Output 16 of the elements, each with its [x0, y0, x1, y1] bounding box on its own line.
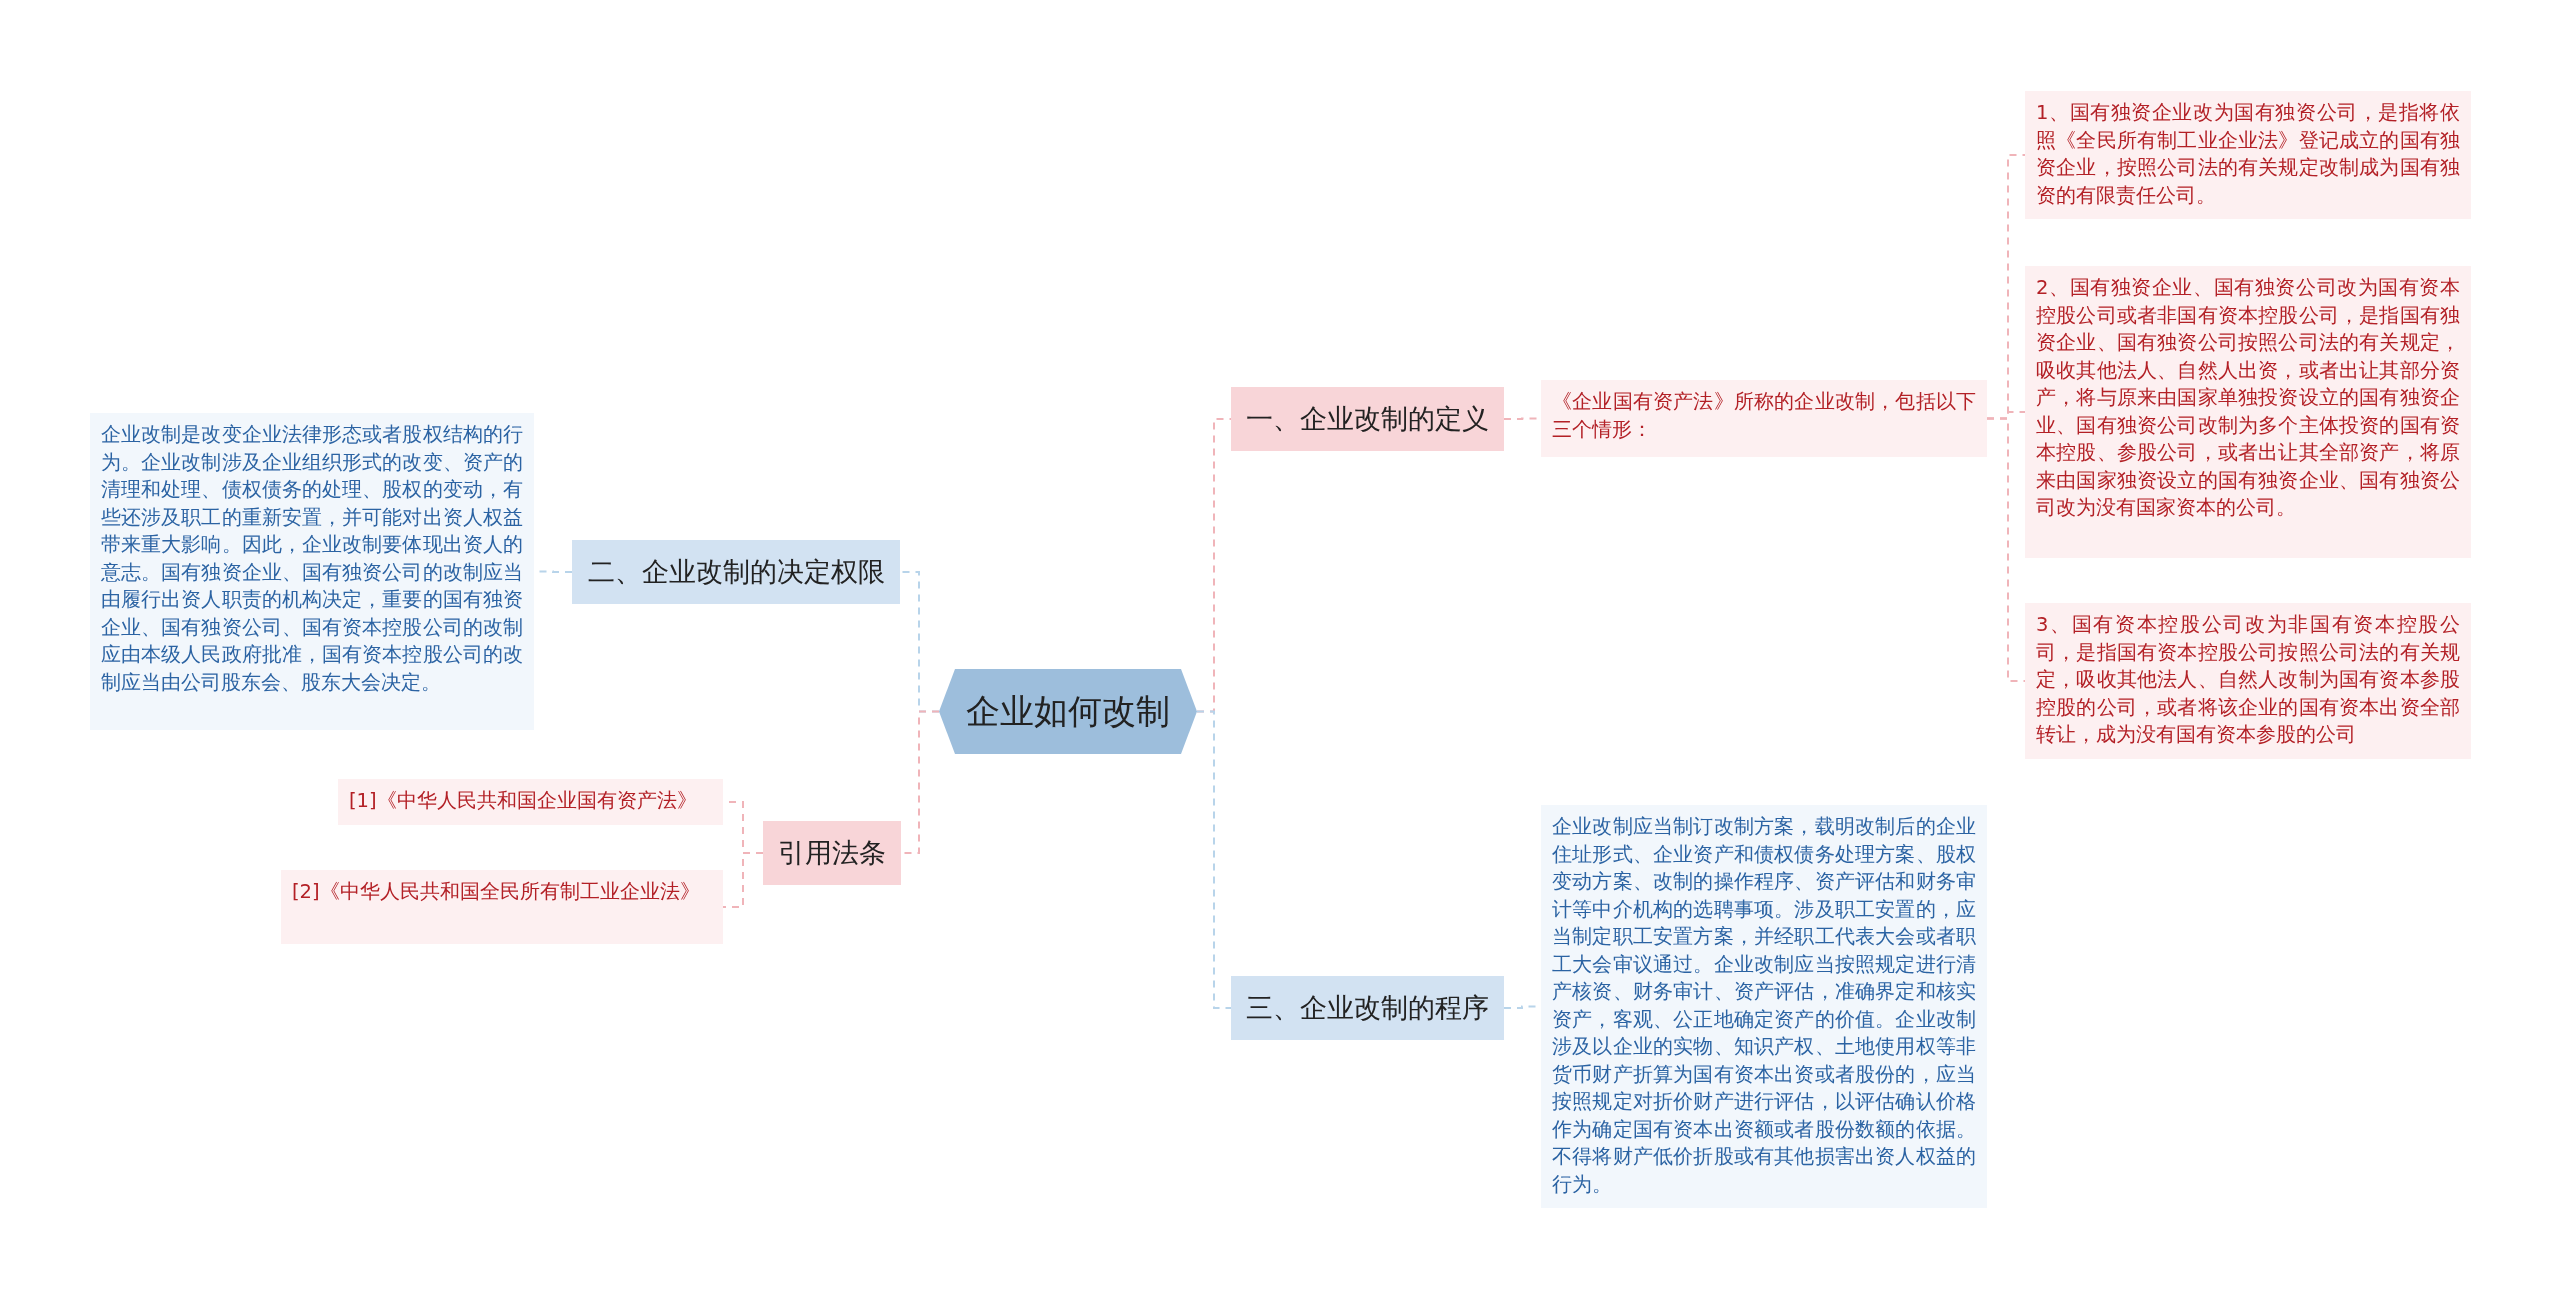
- text-box: 2、国有独资企业、国有独资公司改为国有资本控股公司或者非国有资本控股公司，是指国有独资企业、国有独资公司按照公司法的有关规定，吸收其他法人、自然人出资，或者出让其部分资产，将与原来由国家单独投资设立的国有独资企业、国有独资公司改制为多个主体投资的国有资本控股、参股公司，或者出让其全部资产，将原来由国家独资设立的国有独资企业、国有独资公司改为没有国家资本的公司。: [2025, 266, 2471, 558]
- topic-box: 一、企业改制的定义: [1231, 387, 1504, 451]
- text-box: 企业改制是改变企业法律形态或者股权结构的行为。企业改制涉及企业组织形式的改变、资产的清理和处理、债权债务的处理、股权的变动，有些还涉及职工的重新安置，并可能对出资人权益带来重大影响。因此，企业改制要体现出资人的意志。国有独资企业、国有独资公司的改制应当由履行出资人职责的机构决定，重要的国有独资企业、国有独资公司、国有资本控股公司的改制应由本级人民政府批准，国有资本控股公司的改制应当由公司股东会、股东大会决定。: [90, 413, 534, 730]
- topic-box: 引用法条: [763, 821, 901, 885]
- text-box: 1、国有独资企业改为国有独资公司，是指将依照《全民所有制工业企业法》登记成立的国有独资企业，按照公司法的有关规定改制成为国有独资的有限责任公司。: [2025, 91, 2471, 219]
- text-box: [1]《中华人民共和国企业国有资产法》: [338, 779, 723, 825]
- text-box: 企业改制应当制订改制方案，载明改制后的企业住址形式、企业资产和债权债务处理方案、股权变动方案、改制的操作程序、资产评估和财务审计等中介机构的选聘事项。涉及职工安置的，应当制定职工安置方案，并经职工代表大会或者职工大会审议通过。企业改制应当按照规定进行清产核资、财务审计、资产评估，准确界定和核实资产，客观、公正地确定资产的价值。企业改制涉及以企业的实物、知识产权、土地使用权等非货币财产折算为国有资本出资或者股份的，应当按照规定对折价财产进行评估，以评估确认价格作为确定国有资本出资额或者股份数额的依据。不得将财产低价折股或有其他损害出资人权益的行为。: [1541, 805, 1987, 1208]
- text-box: 《企业国有资产法》所称的企业改制，包括以下三个情形：: [1541, 380, 1987, 457]
- connector: [722, 852, 764, 908]
- text-box: 3、国有资本控股公司改为非国有资本控股公司，是指国有资本控股公司按照公司法的有关规定，吸收其他法人、自然人改制为国有资本参股控股的公司，或者将该企业的国有资本出资全部转让，成为没有国有资本参股的公司: [2025, 603, 2471, 759]
- topic-box: 三、企业改制的程序: [1231, 976, 1504, 1040]
- topic-box: 二、企业改制的决定权限: [572, 540, 900, 604]
- central-topic-hexagon: 企业如何改制: [939, 669, 1197, 754]
- connector: [1986, 417, 2026, 682]
- text-box: [2]《中华人民共和国全民所有制工业企业法》: [281, 870, 723, 944]
- connector: [1196, 710, 1232, 1009]
